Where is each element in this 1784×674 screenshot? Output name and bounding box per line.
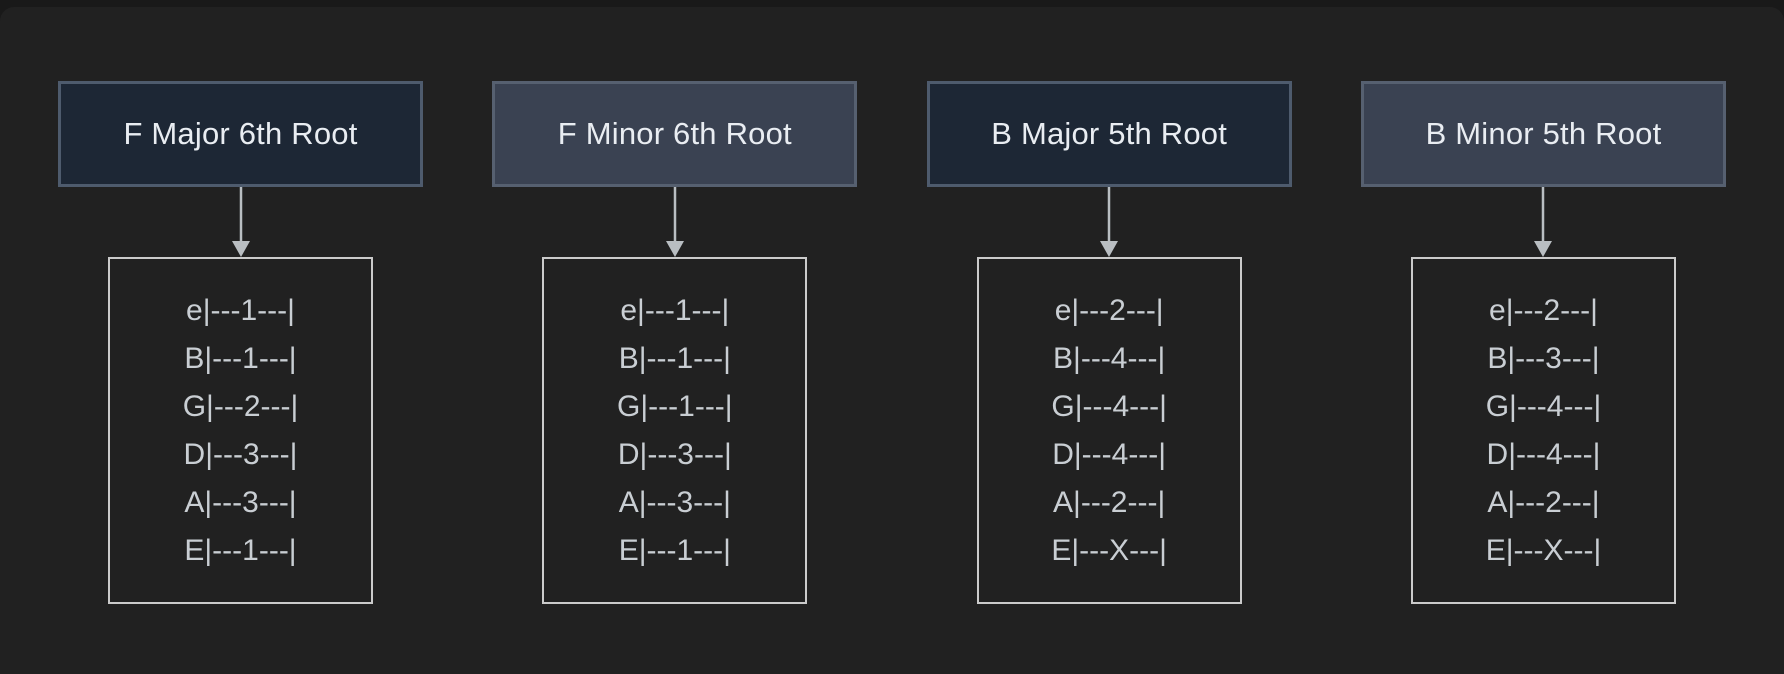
tab-node: e|---1---| B|---1---| G|---2---| D|---3-…: [108, 257, 373, 604]
tab-line: e|---1---|: [186, 293, 295, 327]
tab-line: e|---2---|: [1054, 293, 1164, 327]
tab-line: e|---2---|: [1489, 293, 1598, 327]
tab-node: e|---2---| B|---3---| G|---4---| D|---4-…: [1410, 257, 1676, 604]
tab-line: D|---3---|: [617, 437, 732, 471]
arrow-down-icon: [1534, 187, 1553, 257]
tab-line: D|---4---|: [1052, 437, 1167, 471]
tab-node: e|---2---| B|---4---| G|---4---| D|---4-…: [976, 257, 1242, 604]
tab-line: D|---4---|: [1486, 437, 1601, 471]
tab-line: D|---3---|: [183, 437, 298, 471]
tab-line: G|---4---|: [1051, 389, 1167, 423]
tab-line: A|---2---|: [1487, 485, 1600, 519]
tab-line: A|---2---|: [1053, 485, 1166, 519]
chord-name-node: F Minor 6th Root: [492, 81, 858, 187]
arrow-down-icon: [1100, 187, 1119, 257]
tab-line: B|---4---|: [1053, 341, 1166, 375]
chord-columns: F Major 6th Root e|---1---| B|---1---| G…: [0, 7, 1784, 604]
tab-line: E|---X---|: [1485, 533, 1602, 567]
arrow-down-icon: [231, 187, 250, 257]
tab-line: E|---1---|: [618, 533, 731, 567]
chord-name-node: B Minor 5th Root: [1360, 81, 1726, 187]
tab-line: A|---3---|: [184, 485, 297, 519]
tab-line: G|---4---|: [1485, 389, 1602, 423]
tab-line: B|---3---|: [1487, 341, 1600, 375]
diagram-canvas: F Major 6th Root e|---1---| B|---1---| G…: [0, 7, 1784, 674]
chord-name-node: B Major 5th Root: [926, 81, 1292, 187]
tab-line: G|---1---|: [617, 389, 733, 423]
chord-name-node: F Major 6th Root: [58, 81, 423, 187]
tab-line: G|---2---|: [182, 389, 299, 423]
tab-line: B|---1---|: [618, 341, 731, 375]
chord-column-f-minor: F Minor 6th Root e|---1---| B|---1---| G…: [492, 81, 858, 604]
tab-node: e|---1---| B|---1---| G|---1---| D|---3-…: [542, 257, 808, 604]
tab-line: B|---1---|: [184, 341, 297, 375]
chord-column-b-minor: B Minor 5th Root e|---2---| B|---3---| G…: [1360, 81, 1726, 604]
arrow-down-icon: [665, 187, 684, 257]
chord-column-b-major: B Major 5th Root e|---2---| B|---4---| G…: [926, 81, 1292, 604]
tab-line: e|---1---|: [620, 293, 730, 327]
tab-line: E|---X---|: [1051, 533, 1167, 567]
tab-line: A|---3---|: [618, 485, 731, 519]
chord-column-f-major: F Major 6th Root e|---1---| B|---1---| G…: [58, 81, 423, 604]
tab-line: E|---1---|: [184, 533, 297, 567]
